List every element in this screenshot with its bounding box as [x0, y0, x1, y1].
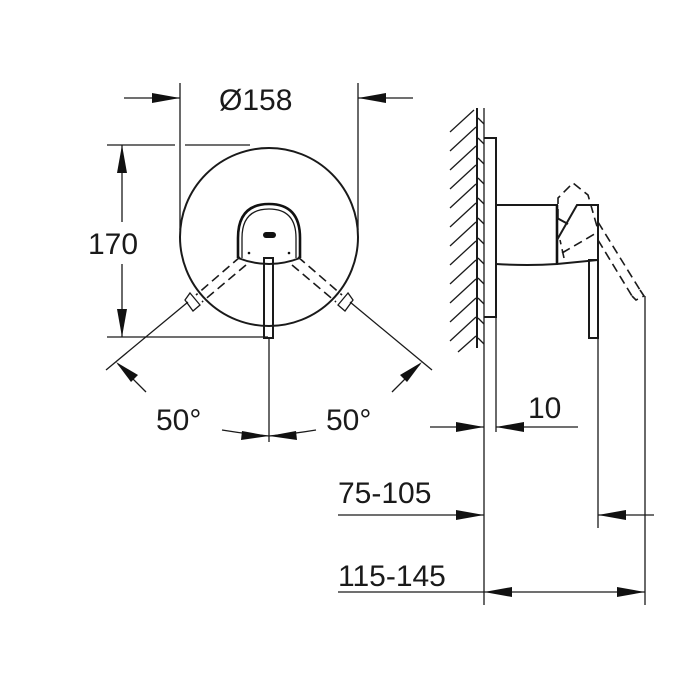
side-swing-position	[557, 181, 646, 301]
height-dimension: 170	[88, 144, 268, 338]
diameter-label: Ø158	[219, 84, 292, 117]
side-view: 10 75-105 115-145	[338, 108, 654, 605]
side-lever	[588, 259, 599, 339]
front-view: Ø158 170	[88, 83, 433, 442]
depth-dimension: 10	[430, 392, 578, 432]
height-label: 170	[88, 228, 138, 261]
handle-dome	[236, 202, 302, 265]
angle-dimension: 50° 50°	[116, 362, 422, 440]
right-swing-position	[291, 256, 433, 371]
range-label-1: 75-105	[338, 477, 431, 510]
range-dimension-2: 115-145	[338, 560, 645, 597]
angle-right-label: 50°	[326, 404, 371, 437]
side-body	[495, 204, 558, 266]
escutcheon-plate	[179, 147, 359, 327]
wall-hatching	[449, 108, 485, 605]
diameter-dimension: Ø158	[124, 83, 413, 230]
range-label-2: 115-145	[338, 560, 446, 593]
side-plate	[484, 137, 497, 318]
angle-left-label: 50°	[156, 404, 201, 437]
side-handle-head	[556, 204, 599, 265]
range-dimension-1: 75-105	[338, 477, 654, 520]
left-swing-position	[105, 256, 247, 371]
indicator-mark	[263, 232, 276, 238]
depth-label: 10	[528, 392, 561, 425]
